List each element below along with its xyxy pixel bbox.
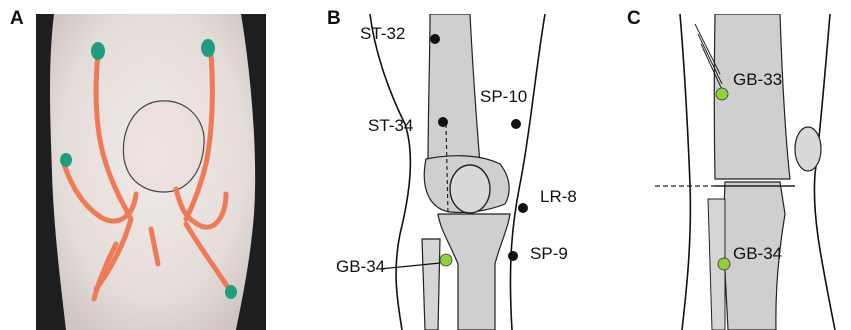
point-sp-10 <box>511 119 521 129</box>
point-gb-34-side <box>718 258 730 270</box>
knee-photo-illustration <box>36 14 266 330</box>
side-knee-illustration <box>630 14 851 330</box>
label-lr-8: LR-8 <box>540 187 577 207</box>
point-st-32 <box>430 34 440 44</box>
label-gb-34: GB-34 <box>336 257 385 277</box>
point-sp-9 <box>508 251 518 261</box>
panel-c-side-knee-diagram: GB-33 GB-34 <box>630 14 851 330</box>
label-st-34: ST-34 <box>368 116 413 136</box>
point-gb-34 <box>440 254 452 266</box>
label-gb-34-side: GB-34 <box>733 244 782 264</box>
label-gb-33: GB-33 <box>733 70 782 90</box>
panel-label-a: A <box>10 8 24 30</box>
panel-b-front-knee-diagram: ST-32 ST-34 SP-10 LR-8 GB-34 SP-9 <box>330 14 600 330</box>
label-st-32: ST-32 <box>360 24 405 44</box>
label-sp-10: SP-10 <box>480 87 527 107</box>
panel-a-knee-photo <box>36 14 266 330</box>
point-lr-8 <box>518 203 528 213</box>
label-sp-9: SP-9 <box>530 244 568 264</box>
point-st-34 <box>438 117 448 127</box>
point-gb-33 <box>716 88 728 100</box>
patella-outline <box>123 101 204 192</box>
front-knee-illustration <box>330 14 600 330</box>
